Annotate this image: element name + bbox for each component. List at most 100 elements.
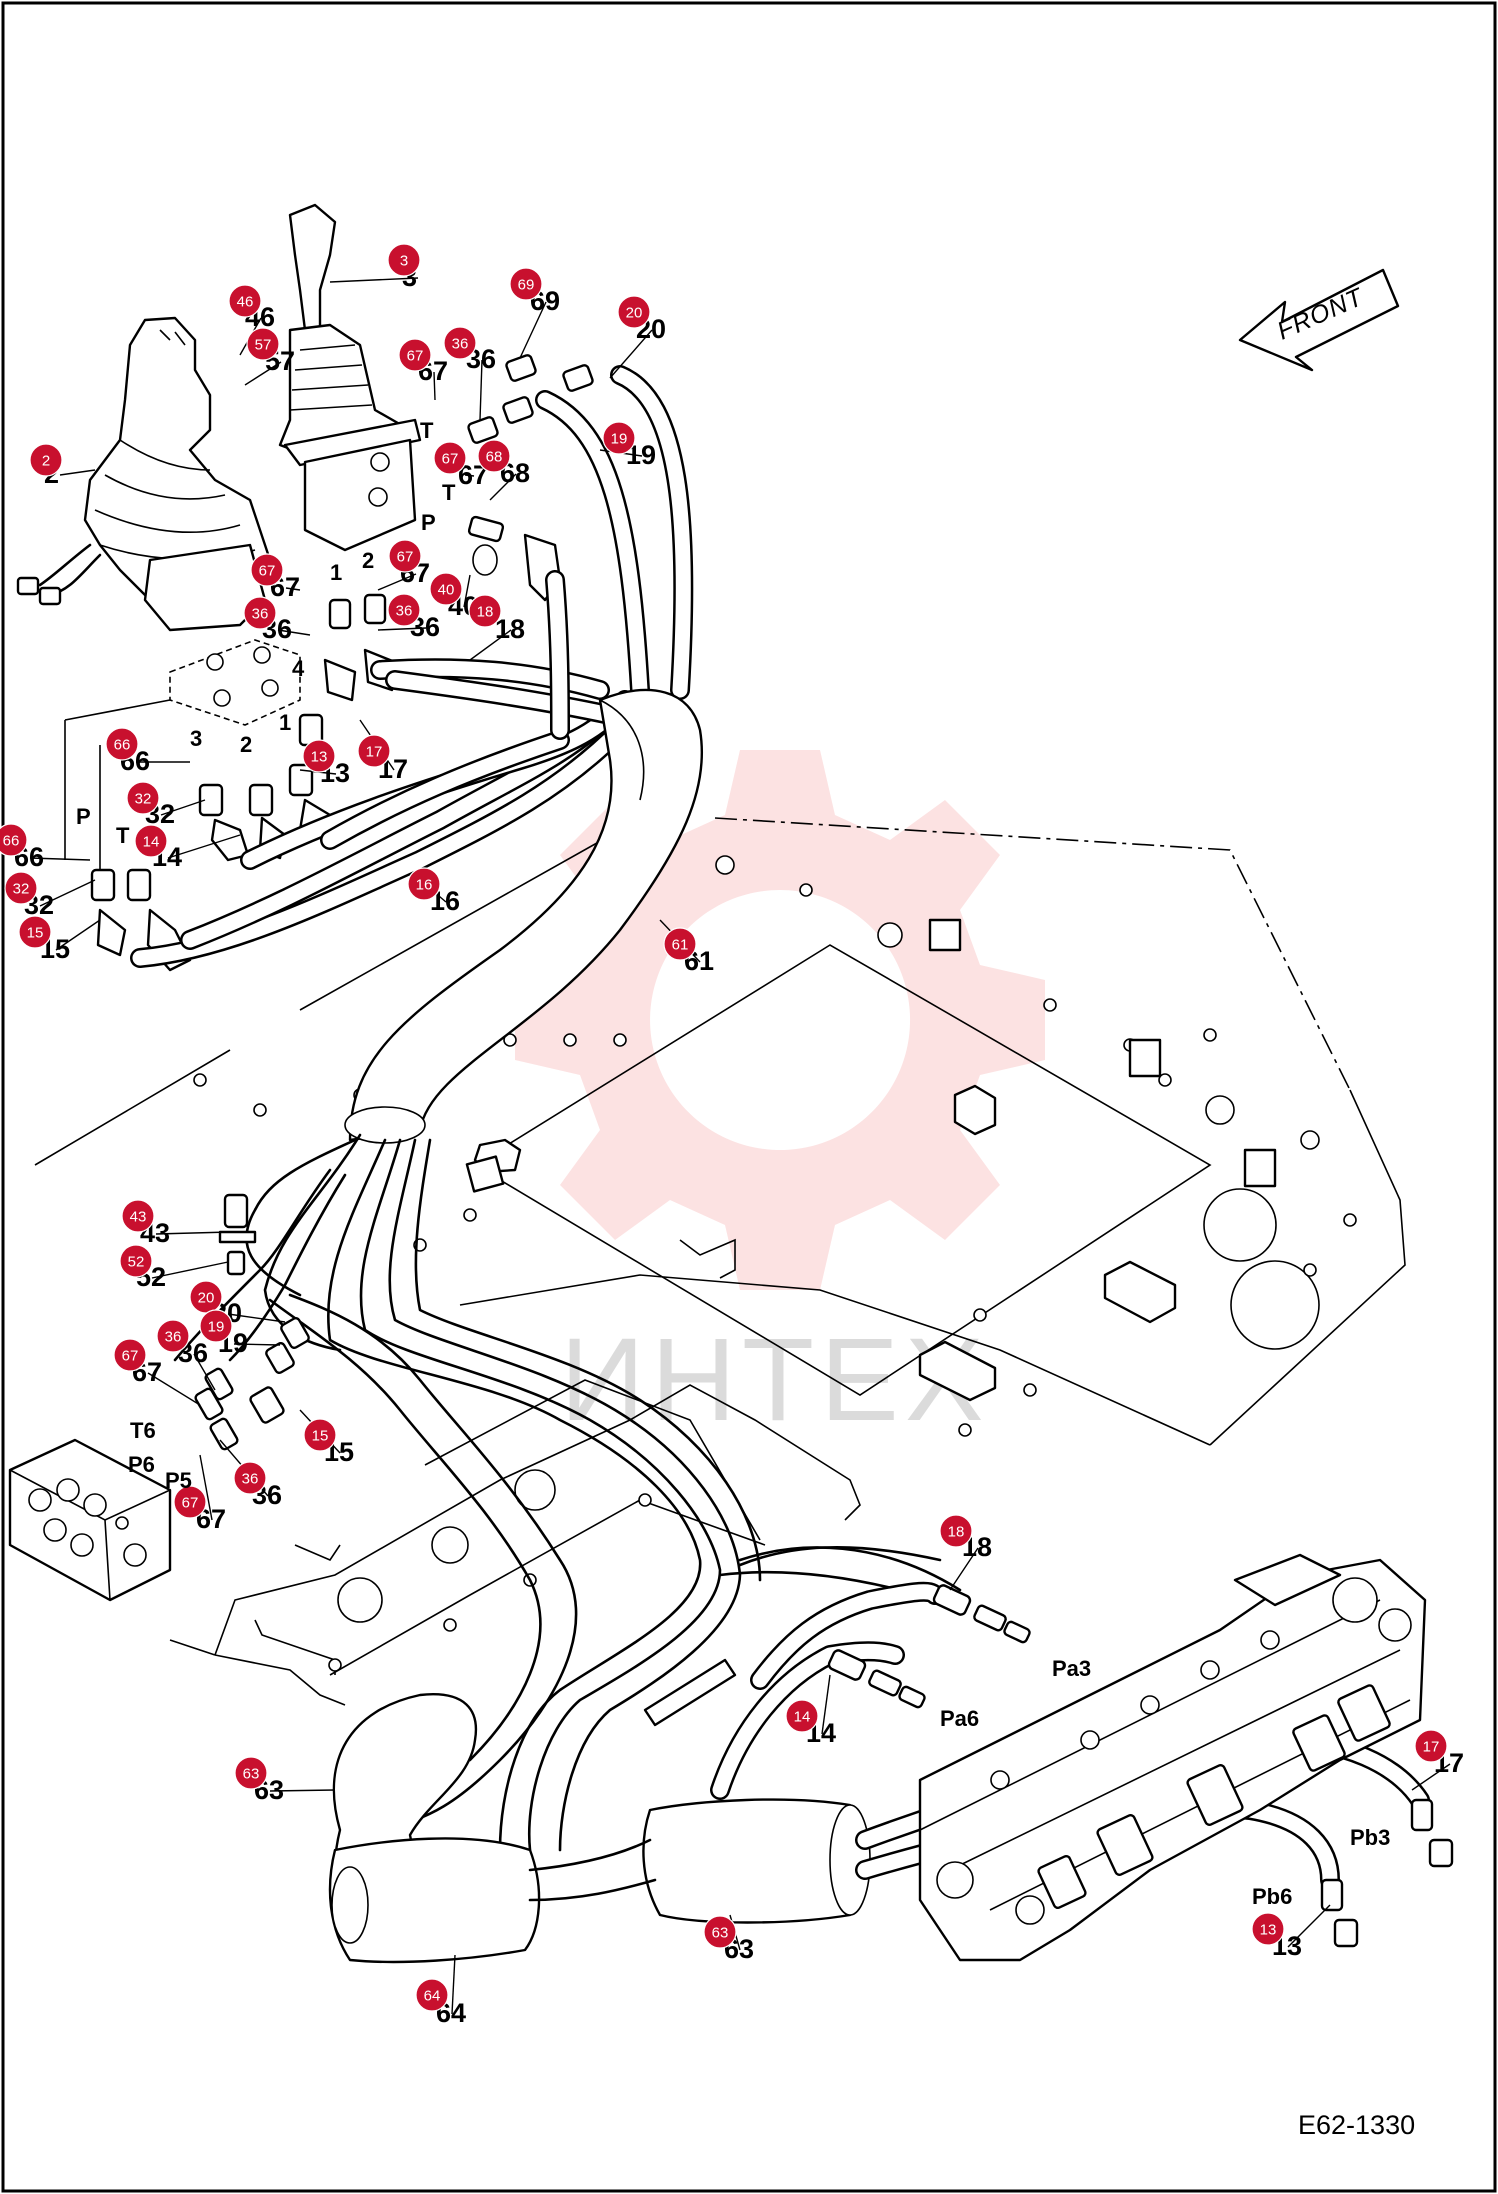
callout-badge-67c[interactable]: 67	[250, 553, 284, 587]
callout-badge-text: 67	[442, 451, 459, 468]
callout-badge-67f[interactable]: 67	[173, 1485, 207, 1519]
callout-leader-69	[519, 301, 547, 359]
callout-badge-text: 57	[255, 337, 272, 354]
callout-badge-circle	[173, 1485, 207, 1519]
callout-badge-67b[interactable]: 67	[433, 441, 467, 475]
callout-badge-69[interactable]: 69	[509, 267, 543, 301]
callout-leader-36c	[377, 627, 427, 631]
callout-badge-67e[interactable]: 67	[113, 1338, 147, 1372]
callout-badge-text: 15	[312, 1428, 329, 1445]
lower-mount-plate	[169, 1379, 861, 1727]
callout-badge-text: 32	[135, 791, 152, 808]
callout-badge-circle	[1251, 1912, 1285, 1946]
callout-badge-13b[interactable]: 13	[1251, 1912, 1285, 1946]
callout-badge-3[interactable]: 3	[387, 243, 421, 277]
callout-badge-text: 36	[396, 603, 413, 620]
callout-badge-17a[interactable]: 17	[357, 734, 391, 768]
couplings-pa	[827, 1584, 1031, 1709]
callout-badge-18a[interactable]: 18	[468, 594, 502, 628]
callout-badge-circle	[234, 1756, 268, 1790]
callout-badge-36b[interactable]: 36	[243, 596, 277, 630]
callout-badge-16[interactable]: 16	[407, 867, 441, 901]
port-label: 3	[190, 726, 202, 751]
port-label: P	[421, 510, 436, 535]
callout-badge-text: 2	[42, 453, 50, 470]
callout-badge-17b[interactable]: 17	[1414, 1729, 1448, 1763]
callout-leader-36a	[479, 359, 483, 421]
callout-badge-circle	[939, 1514, 973, 1548]
hose-bundle-upper	[130, 365, 694, 968]
callout-badge-67a[interactable]: 67	[398, 338, 432, 372]
callout-badge-13a[interactable]: 13	[302, 739, 336, 773]
callout-badge-circle	[246, 327, 280, 361]
callout-badge-text: 13	[1260, 1922, 1277, 1939]
callout-badge-text: 36	[252, 606, 269, 623]
callout-leader-67d	[377, 573, 417, 591]
callout-badge-text: 3	[400, 253, 408, 270]
callout-badge-32b[interactable]: 32	[4, 871, 38, 905]
callout-badge-circle	[1414, 1729, 1448, 1763]
callout-badge-57[interactable]: 57	[246, 327, 280, 361]
callout-badge-text: 61	[672, 937, 689, 954]
callout-badge-63b[interactable]: 63	[703, 1915, 737, 1949]
callout-badge-circle	[228, 284, 262, 318]
callout-badge-63a[interactable]: 63	[234, 1756, 268, 1790]
callout-badge-61[interactable]: 61	[663, 927, 697, 961]
callout-badge-36a[interactable]: 36	[443, 326, 477, 360]
callout-badge-15b[interactable]: 15	[303, 1418, 337, 1452]
callout-leader-3	[329, 277, 419, 283]
callout-badge-text: 14	[794, 1709, 811, 1726]
callout-badge-circle	[443, 326, 477, 360]
watermark-text: ИНТЕХ	[560, 1314, 990, 1446]
callout-badge-20b[interactable]: 20	[189, 1280, 223, 1314]
callout-badge-text: 36	[165, 1329, 182, 1346]
callout-badge-text: 36	[452, 336, 469, 353]
callout-badge-68[interactable]: 68	[477, 439, 511, 473]
callout-leader-67f	[199, 1454, 213, 1521]
callout-badge-32a[interactable]: 32	[126, 781, 160, 815]
callout-badge-circle	[233, 1461, 267, 1495]
callout-leader-14a	[167, 834, 241, 859]
callout-badge-text: 67	[407, 348, 424, 365]
callout-badge-67d[interactable]: 67	[388, 539, 422, 573]
port-label: Pb3	[1350, 1825, 1390, 1850]
callout-badge-40[interactable]: 40	[429, 572, 463, 606]
callout-badge-66b[interactable]: 66	[0, 823, 28, 857]
callout-badge-14b[interactable]: 14	[785, 1699, 819, 1733]
callout-badge-20a[interactable]: 20	[617, 295, 651, 329]
callout-leader-63a	[269, 1789, 336, 1792]
callout-leader-20b	[227, 1313, 286, 1323]
port-label: P5	[165, 1468, 192, 1493]
callout-badge-18b[interactable]: 18	[939, 1514, 973, 1548]
port-label: P	[76, 804, 91, 829]
callout-badge-14a[interactable]: 14	[134, 824, 168, 858]
callout-leader-64	[451, 1954, 456, 2015]
callout-badge-circle	[509, 267, 543, 301]
port-label: 1	[330, 560, 342, 585]
callout-leader-43	[155, 1231, 231, 1235]
callout-leader-32b	[39, 879, 96, 907]
callout-leader-36b	[277, 629, 311, 636]
callout-badge-text: 19	[611, 431, 628, 448]
callout-badge-text: 18	[477, 604, 494, 621]
callout-badge-19a[interactable]: 19	[602, 421, 636, 455]
callout-badge-36d[interactable]: 36	[156, 1319, 190, 1353]
callout-badge-19b[interactable]: 19	[199, 1309, 233, 1343]
protective-sleeves-lower	[328, 1693, 871, 1964]
callout-badge-36c[interactable]: 36	[387, 593, 421, 627]
callout-badge-66a[interactable]: 66	[105, 727, 139, 761]
callout-badge-2[interactable]: 2	[29, 443, 63, 477]
callout-badge-circle	[113, 1338, 147, 1372]
callout-badge-36e[interactable]: 36	[233, 1461, 267, 1495]
callout-badge-text: 69	[518, 277, 535, 294]
callout-badge-circle	[243, 596, 277, 630]
callout-badge-52[interactable]: 52	[119, 1244, 153, 1278]
callout-badge-circle	[29, 443, 63, 477]
callout-badge-43[interactable]: 43	[121, 1199, 155, 1233]
callout-badge-64[interactable]: 64	[415, 1978, 449, 2012]
joystick-left	[16, 316, 272, 632]
callout-badge-15a[interactable]: 15	[18, 915, 52, 949]
callout-badge-46[interactable]: 46	[228, 284, 262, 318]
fittings-junction	[194, 1193, 310, 1451]
callout-leader-20a	[609, 329, 653, 379]
